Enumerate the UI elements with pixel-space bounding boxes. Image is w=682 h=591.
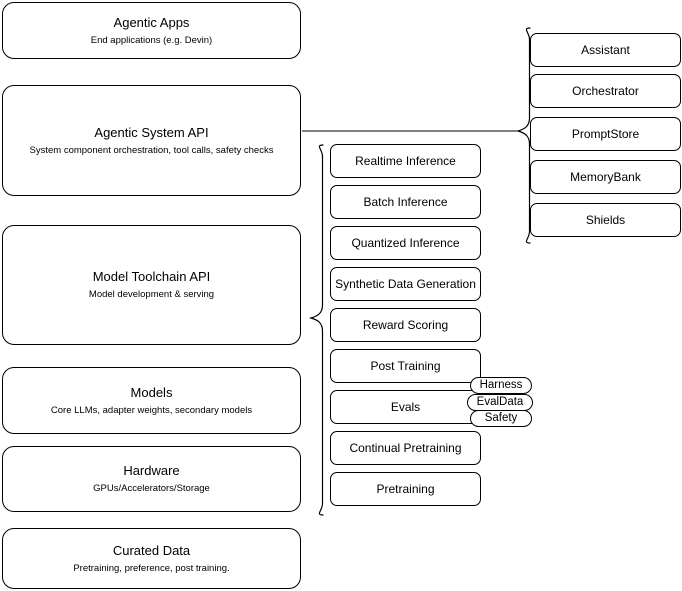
layer-title: Model Toolchain API — [92, 269, 211, 284]
layer-agentic-apps[interactable]: Agentic Apps End applications (e.g. Devi… — [2, 2, 301, 59]
system-shields[interactable]: Shields — [530, 203, 681, 237]
layer-hardware[interactable]: Hardware GPUs/Accelerators/Storage — [2, 446, 301, 512]
layer-subtitle: End applications (e.g. Devin) — [90, 34, 213, 46]
layer-agentic-system-api[interactable]: Agentic System API System component orch… — [2, 85, 301, 196]
layer-subtitle: Model development & serving — [88, 289, 215, 300]
system-promptstore[interactable]: PromptStore — [530, 117, 681, 151]
layer-models[interactable]: Models Core LLMs, adapter weights, secon… — [2, 367, 301, 434]
eval-harness-pill[interactable]: Harness — [470, 377, 532, 394]
layer-subtitle: System component orchestration, tool cal… — [29, 144, 274, 156]
toolchain-continual-pretraining[interactable]: Continual Pretraining — [330, 431, 481, 465]
system-brace — [515, 27, 531, 244]
toolchain-pretraining[interactable]: Pretraining — [330, 472, 481, 506]
layer-curated-data[interactable]: Curated Data Pretraining, preference, po… — [2, 528, 301, 589]
layer-subtitle: Core LLMs, adapter weights, secondary mo… — [50, 404, 253, 416]
layer-title: Curated Data — [112, 542, 191, 558]
eval-safety-pill[interactable]: Safety — [470, 410, 532, 427]
layer-title: Hardware — [123, 463, 180, 478]
toolchain-post-training[interactable]: Post Training — [330, 349, 481, 383]
toolchain-synthetic-data-generation[interactable]: Synthetic Data Generation — [330, 267, 481, 301]
system-orchestrator[interactable]: Orchestrator — [530, 74, 681, 108]
toolchain-brace — [308, 144, 324, 516]
toolchain-quantized-inference[interactable]: Quantized Inference — [330, 226, 481, 260]
layer-model-toolchain-api[interactable]: Model Toolchain API Model development & … — [2, 225, 301, 345]
layer-subtitle: Pretraining, preference, post training. — [73, 562, 230, 574]
layer-subtitle: GPUs/Accelerators/Storage — [93, 483, 210, 494]
eval-evaldata-pill[interactable]: EvalData — [467, 394, 533, 411]
layer-title: Agentic System API — [94, 124, 209, 140]
toolchain-batch-inference[interactable]: Batch Inference — [330, 185, 481, 219]
system-assistant[interactable]: Assistant — [530, 33, 681, 67]
toolchain-evals[interactable]: Evals — [330, 390, 481, 424]
toolchain-reward-scoring[interactable]: Reward Scoring — [330, 308, 481, 342]
system-memorybank[interactable]: MemoryBank — [530, 160, 681, 194]
layer-title: Models — [130, 384, 173, 400]
layer-title: Agentic Apps — [113, 14, 190, 30]
toolchain-realtime-inference[interactable]: Realtime Inference — [330, 144, 481, 178]
